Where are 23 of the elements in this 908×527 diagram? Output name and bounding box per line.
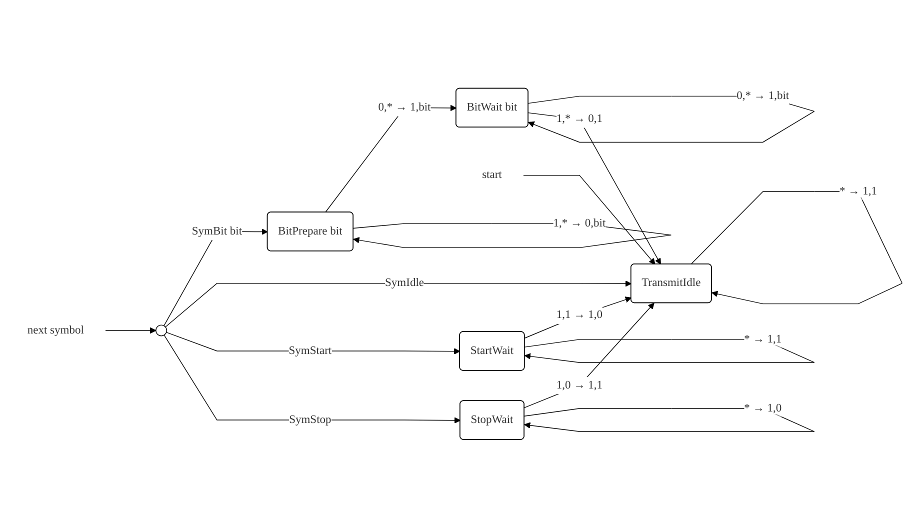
edge-label: SymStart: [288, 344, 332, 357]
arrow: [165, 280, 632, 328]
node-text: next symbol: [27, 324, 84, 336]
arrow: [523, 174, 656, 265]
edge-label: 0,* → 1,bit: [378, 101, 431, 114]
edge-label: 1,* → 0,1: [556, 112, 602, 125]
arrow: [105, 327, 156, 334]
edge-label: 1,0 → 1,1: [556, 379, 602, 392]
arrow: [164, 334, 461, 424]
edge-label: SymBit bit: [192, 224, 242, 238]
edge-label: 0,* → 1,bit: [736, 90, 790, 102]
edge-label: * → 1,1: [744, 332, 782, 346]
node-circle: [156, 324, 168, 336]
edge-label: * → 1,1: [840, 185, 877, 198]
edge-label: 1,1 → 1,0: [556, 308, 602, 322]
edge-label: * → 1,0: [744, 402, 782, 414]
arrow: [524, 302, 654, 408]
node-text: start: [482, 168, 502, 182]
edge-label: SymStop: [289, 414, 332, 426]
arrow: [524, 296, 632, 338]
arrow: [528, 112, 661, 265]
edge-label: 1,* → 0,bit: [553, 217, 606, 230]
edge-label: SymIdle: [385, 276, 424, 290]
